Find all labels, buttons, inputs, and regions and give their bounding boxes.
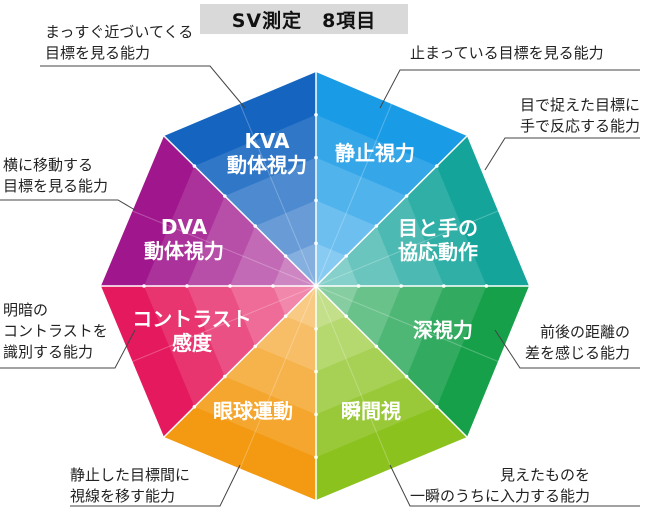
description-contrast-sensitivity: 明暗の コントラストを 識別する能力 (3, 301, 108, 361)
segment-label-depth-perception: 深視力 (413, 318, 473, 342)
leader-line (389, 464, 640, 507)
level-dot (404, 194, 409, 198)
diagram-title: SV測定 8項目 (200, 4, 408, 34)
segment-kva (164, 72, 317, 287)
segment-midline (132, 285, 317, 362)
level-dot (442, 284, 446, 288)
segment-ring (316, 243, 347, 286)
divider-line (315, 135, 468, 287)
segment-ring (285, 286, 316, 329)
leader-line (484, 137, 640, 171)
level-dot (253, 224, 257, 228)
divider-line (315, 285, 468, 438)
level-dot (314, 155, 318, 160)
level-dot (142, 284, 146, 288)
level-dot (271, 284, 275, 288)
segment-depth-perception (315, 285, 529, 437)
segment-midline (315, 103, 392, 287)
description-eye-movement: 静止した目標間に 視線を移す能力 (70, 466, 191, 505)
level-dot (192, 405, 197, 409)
segment-eye-movement (164, 285, 317, 500)
segment-midline (239, 103, 317, 287)
level-dot (314, 455, 318, 460)
description-kva: まっすぐ近づいてくる 目標を見る能力 (45, 23, 194, 62)
segment-midline (315, 285, 499, 362)
description-static-vision: 止まっている目標を見る能力 (410, 44, 604, 62)
leader-line (0, 199, 136, 211)
segment-label-eye-hand-coordination: 目と手の 協応動作 (398, 216, 478, 264)
level-dot (484, 284, 489, 288)
level-dot (185, 284, 189, 288)
leader-line (379, 69, 640, 109)
segment-midline (239, 285, 317, 469)
segment-ring (316, 256, 359, 286)
leader-line (494, 329, 640, 369)
level-dot (192, 164, 197, 168)
segment-ring (273, 286, 316, 317)
segment-label-contrast-sensitivity: コントラスト 感度 (132, 307, 252, 355)
level-dot (283, 254, 288, 258)
divider-line (163, 285, 317, 438)
level-dot (314, 412, 318, 417)
segment-ring (316, 286, 347, 329)
segment-ring (273, 256, 316, 286)
description-depth-perception: 前後の距離の 差を感じる能力 (525, 323, 631, 362)
segment-static-vision (315, 72, 467, 287)
level-dot (404, 374, 409, 379)
segment-ring (285, 243, 316, 286)
segment-eye-hand-coordination (315, 136, 529, 287)
level-dot (344, 314, 349, 319)
segment-midline (315, 285, 392, 469)
description-dva: 横に移動する 目標を見る能力 (3, 156, 109, 195)
leader-line (40, 65, 246, 109)
level-dot (253, 344, 257, 349)
segment-label-eye-movement: 眼球運動 (213, 399, 293, 423)
leader-line (0, 329, 136, 369)
segment-contrast-sensitivity (101, 285, 317, 437)
segment-label-dva: DVA 動体視力 (144, 215, 224, 263)
level-dot (228, 284, 232, 288)
segment-midline (132, 210, 317, 287)
divider-line (163, 135, 317, 287)
level-dot (356, 284, 361, 288)
level-dot (283, 314, 288, 319)
segment-label-static-vision: 静止視力 (335, 141, 415, 165)
segment-ring (316, 286, 359, 317)
leader-line (70, 464, 241, 507)
description-instant-vision: 見えたものを 一瞬のうちに入力する能力 (410, 466, 591, 505)
level-dot (314, 241, 318, 245)
level-dot (314, 113, 318, 117)
level-dot (435, 405, 439, 409)
segment-instant-vision (315, 285, 467, 500)
level-dot (399, 284, 404, 288)
segment-dva (101, 136, 317, 287)
level-dot (314, 198, 318, 203)
level-dot (435, 164, 439, 168)
segment-label-kva: KVA 動体視力 (227, 129, 307, 177)
segment-label-instant-vision: 瞬間視 (341, 399, 401, 423)
level-dot (374, 344, 379, 349)
level-dot (314, 369, 318, 374)
description-eye-hand-coordination: 目で捉えた目標に 手で反応する能力 (520, 96, 641, 135)
level-dot (374, 224, 379, 228)
level-dot (314, 327, 318, 331)
level-dot (223, 374, 227, 379)
segment-midline (315, 210, 499, 287)
level-dot (223, 194, 227, 198)
level-dot (344, 254, 349, 258)
